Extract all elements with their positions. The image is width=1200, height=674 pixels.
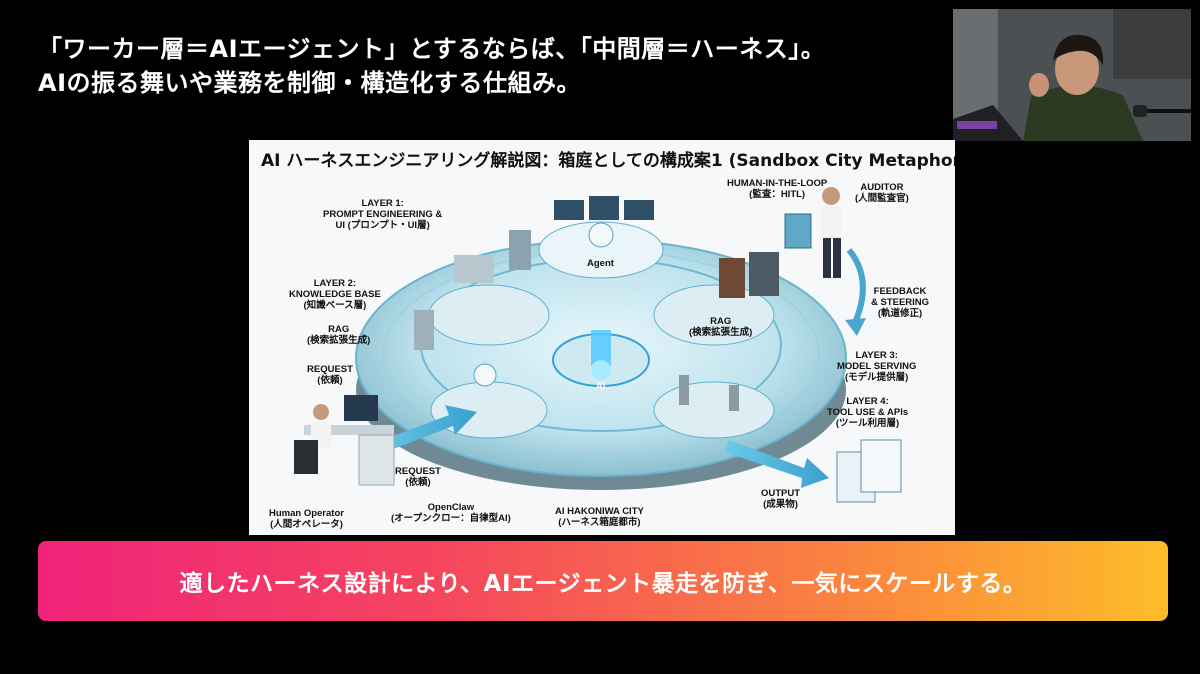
human-operator <box>313 404 329 420</box>
operator-desk <box>304 425 394 435</box>
rag-district <box>653 284 775 346</box>
core-crystal <box>591 330 611 366</box>
label-rag-right: RAG(検索拡張生成) <box>689 316 753 338</box>
tools-district <box>653 381 775 439</box>
label-layer-4: LAYER 4:TOOL USE & APIs(ツール利用層) <box>827 396 909 429</box>
agent-robot <box>588 222 614 248</box>
operator-monitor <box>344 395 378 421</box>
knowledge-district <box>428 284 550 346</box>
label-layer-2: LAYER 2:KNOWLEDGE BASE(知識ベース層) <box>289 278 381 311</box>
feedback-arrow <box>846 248 866 327</box>
label-agent: Agent <box>587 258 614 269</box>
label-openclaw: OpenClaw(オープンクロー：自律型AI) <box>391 502 511 524</box>
label-layer-1: LAYER 1:PROMPT ENGINEERING &UI (プロンプト・UI… <box>323 198 443 231</box>
label-output: OUTPUT(成果物) <box>761 488 801 510</box>
heading-line-1: 「ワーカー層＝AIエージェント」とするならば、「中間層＝ハーネス」。 <box>38 35 826 63</box>
auditor-tablet <box>784 213 812 249</box>
presenter-webcam <box>953 9 1191 141</box>
openclaw-robot <box>473 363 497 387</box>
label-hakoniwa-city: AI HAKONIWA CITY(ハーネス箱庭都市) <box>555 506 644 528</box>
label-human-operator: Human Operator(人間オペレータ) <box>269 508 344 530</box>
caption-banner: 適したハーネス設計により、AIエージェント暴走を防ぎ、一気にスケールする。 <box>38 541 1168 621</box>
label-request-center: REQUEST(依頼) <box>395 466 441 488</box>
output-arrow <box>725 440 829 488</box>
agent-district <box>538 221 664 279</box>
label-layer-3: LAYER 3:MODEL SERVING(モデル提供層) <box>837 350 917 383</box>
slide-heading: 「ワーカー層＝AIエージェント」とするならば、「中間層＝ハーネス」。 AIの振る… <box>38 32 825 100</box>
heading-line-2: AIの振る舞いや業務を制御・構造化する仕組み。 <box>38 69 582 97</box>
slide-title: AI ハーネスエンジニアリング解説図：箱庭としての構成案1 (Sandbox C… <box>261 151 955 171</box>
label-rag-left: RAG(検索拡張生成) <box>307 324 371 346</box>
presenter-image <box>953 9 1191 141</box>
hakoniwa-city-illustration <box>294 187 902 503</box>
caption-text: 適したハーネス設計により、AIエージェント暴走を防ぎ、一気にスケールする。 <box>179 571 1027 597</box>
label-hitl: HUMAN-IN-THE-LOOP(監査：HITL) <box>727 178 828 200</box>
label-ai-chip: AI <box>596 381 606 392</box>
label-auditor: AUDITOR(人間監査官) <box>855 182 909 204</box>
core-light <box>591 360 611 380</box>
label-request-left: REQUEST(依頼) <box>307 364 353 386</box>
label-feedback: FEEDBACK& STEERING(軌道修正) <box>871 286 930 319</box>
request-arrow <box>369 405 477 456</box>
slide-image: AI ハーネスエンジニアリング解説図：箱庭としての構成案1 (Sandbox C… <box>249 140 955 535</box>
auditor <box>822 187 840 205</box>
